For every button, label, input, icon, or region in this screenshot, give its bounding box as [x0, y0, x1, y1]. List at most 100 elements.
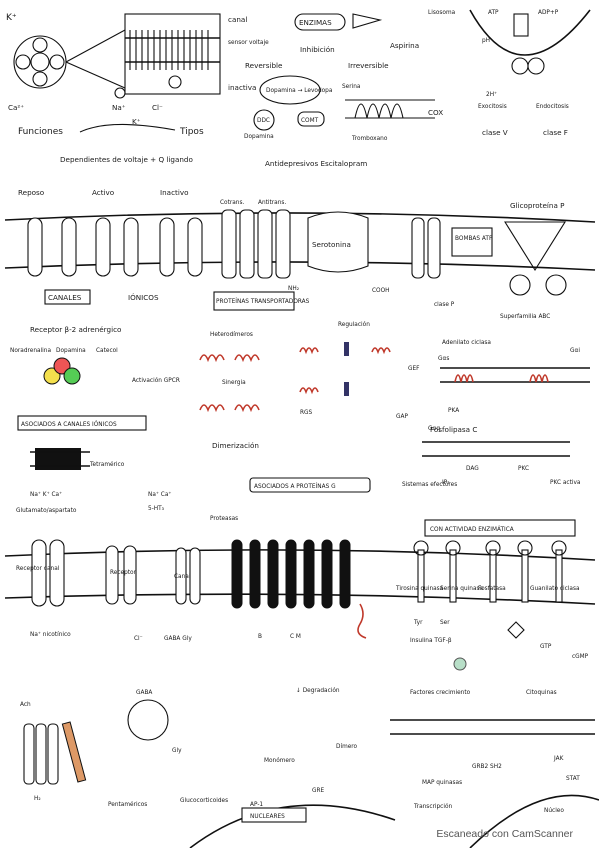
asociados-canales-box	[17, 415, 147, 431]
dopamina2-label: Dopamina	[56, 348, 86, 354]
label-inactiva: inactiva	[228, 83, 256, 92]
reg-helix-3	[299, 387, 319, 395]
gef-label: GEF	[408, 366, 420, 372]
glucocorticoides-label: Glucocorticoides	[180, 798, 228, 804]
nucleo-label: Núcleo	[544, 807, 564, 814]
irreversible-label: Irreversible	[348, 61, 389, 70]
asociados-g-label: ASOCIADOS A PROTEÍNAS G	[254, 483, 336, 490]
noradrenalina-label: Noradrenalina	[10, 348, 51, 354]
lisosoma-label: Lisosoma	[428, 10, 456, 16]
nh2-label: NH₂	[288, 286, 299, 292]
zoom-line-2	[65, 61, 126, 89]
title-antidepresivos: Antidepresivos Escitalopram	[265, 159, 367, 168]
dopamina-levodopa-oval	[259, 75, 321, 105]
cm-label: C M	[290, 634, 301, 640]
asociados-g-box	[249, 477, 371, 493]
ph-label: pH	[482, 38, 490, 44]
reversible-label: Reversible	[245, 61, 283, 70]
gai-label: Gαi	[570, 348, 580, 354]
channel-pore	[30, 52, 50, 72]
pka-label: PKA	[448, 408, 459, 414]
h-label: 2H⁺	[486, 91, 497, 98]
label-sensor: sensor voltaje	[228, 40, 269, 46]
canales-label: CANALES	[48, 293, 82, 302]
ligand-green-2	[453, 657, 467, 671]
clase-p-label: clase P	[434, 302, 455, 308]
actividad-label: CON ACTIVIDAD ENZIMÁTICA	[430, 526, 514, 533]
membrane-ac	[440, 367, 590, 383]
grb2-label: GRB2 SH2	[472, 764, 502, 770]
cotransp-label: Cotrans.	[220, 200, 244, 206]
ap1-label: AP-1	[250, 802, 263, 808]
pentamericos-label: Pentaméricos	[108, 801, 147, 808]
ser-label: Ser	[440, 620, 450, 626]
channel-helices	[125, 30, 220, 70]
gas-label: Gαs	[438, 356, 449, 362]
insulina-label: Insulina TGF-β	[410, 638, 452, 644]
subunit-alpha	[32, 37, 48, 53]
label-canal: canal	[228, 15, 247, 24]
gaba-gly-label: GABA Gly	[164, 636, 192, 642]
atp-label: ATP	[488, 10, 499, 16]
tetramer-shape	[30, 448, 90, 470]
adenilato-label: Adenilato ciclasa	[442, 340, 491, 346]
sistemas-label: Sistemas efectores	[402, 482, 457, 488]
funciones-label: Funciones	[18, 127, 63, 137]
arrow-funciones-tipos	[79, 123, 176, 133]
factores-label: Factores crecimiento	[410, 690, 471, 696]
membrane-2-top	[4, 549, 596, 561]
membrane-2-channels	[31, 539, 201, 607]
proteasas-label: Proteasas	[210, 516, 238, 522]
membrane-plc	[422, 441, 570, 457]
dag-label: DAG	[466, 466, 479, 472]
cox-label: COX	[428, 108, 443, 117]
citoquinas-label: Citoquinas	[526, 690, 557, 696]
pump-p-1	[411, 217, 425, 279]
tyr-label: Tyr	[413, 620, 423, 626]
channel-shapes	[27, 217, 203, 277]
abc-a-1	[509, 274, 531, 296]
heterodimer-helix-2	[199, 404, 260, 413]
asociados-canales-label: ASOCIADOS A CANALES IÓNICOS	[21, 421, 117, 428]
pump-base-1	[511, 57, 529, 75]
lisosoma-membrane	[469, 9, 591, 56]
nucleares-box	[241, 807, 307, 823]
sinergia-label: Sinergia	[222, 380, 246, 386]
map-label: MAP quinasas	[422, 780, 462, 786]
proteinas-box	[213, 291, 295, 311]
ac-helix	[454, 374, 549, 383]
scanner-footer: Escaneado con CamScanner	[436, 828, 573, 840]
nicotinico-label: Na⁺ nicotínico	[30, 631, 71, 638]
pkc-label: PKC	[518, 466, 529, 472]
catecol-label: Catecol	[96, 348, 118, 354]
subunit-alpha-3	[49, 54, 65, 70]
reg-block-2	[344, 382, 349, 396]
proteinas-label: PROTEÍNAS TRANSPORTADORAS	[216, 298, 310, 305]
subunit-alpha-2	[15, 54, 31, 70]
bombas-box	[451, 227, 493, 257]
ht-label: 5-HT₃	[148, 506, 165, 512]
pkc-activa-label: PKC activa	[550, 480, 581, 486]
ions2-label: Na⁺ K⁺ Ca⁺	[30, 491, 62, 498]
membrane-3	[390, 719, 595, 735]
comt-box	[297, 111, 325, 127]
inhibicion-label: Inhibición	[300, 45, 335, 54]
dopamina-label: Dopamina	[244, 134, 274, 140]
rgs-label: RGS	[300, 410, 313, 416]
comt-label: COMT	[301, 118, 319, 124]
gap-label: GAP	[396, 414, 408, 420]
receptor-beta-label: Receptor β-2 adrenérgico	[30, 325, 121, 334]
cgmp-label: cGMP	[572, 654, 589, 660]
ions3-label: Na⁺ Ca⁺	[148, 491, 171, 498]
activo-label: Activo	[92, 188, 114, 197]
regulacion-label: Regulación	[338, 321, 370, 328]
k-ion-label: K⁺	[6, 13, 17, 23]
ligand-green	[63, 367, 81, 385]
gaba-label: GABA	[136, 690, 152, 696]
enzimas-box	[294, 13, 346, 31]
heterodimeros-label: Heterodímeros	[210, 331, 253, 338]
nuclear-membrane	[189, 804, 396, 848]
cooh-label: COOH	[372, 288, 390, 294]
pump-p-2	[427, 217, 441, 279]
tetramerico-label: Tetramérico	[89, 461, 125, 468]
